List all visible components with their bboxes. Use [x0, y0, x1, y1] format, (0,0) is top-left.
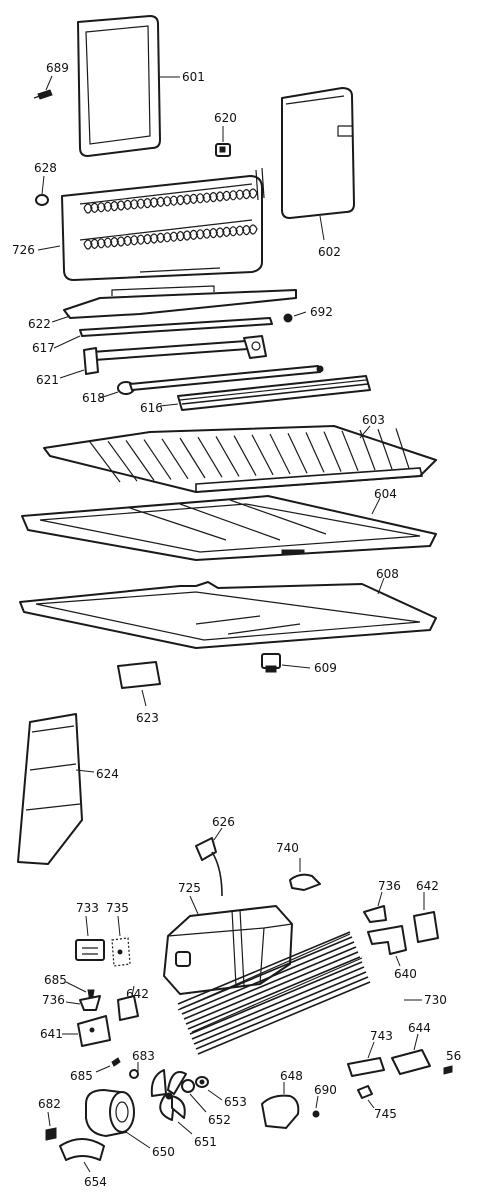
part-745-grommet [357, 1085, 373, 1099]
part-621-rail [83, 335, 267, 375]
part-689-screw [33, 89, 53, 100]
part-653-washer [195, 1076, 209, 1088]
callout-620: 620 [214, 111, 237, 125]
callout-730: 730 [424, 993, 447, 1007]
callout-608: 608 [376, 567, 399, 581]
part-648-block [261, 1094, 300, 1129]
callout-601: 601 [182, 70, 205, 84]
part-685-screw-b [111, 1057, 121, 1067]
part-616-channel [177, 375, 371, 411]
callout-642a: 642 [126, 987, 149, 1001]
part-690-screw [312, 1110, 320, 1118]
part-736-bracket-b [363, 905, 387, 923]
callout-733: 733 [76, 901, 99, 915]
part-652-washer [181, 1079, 195, 1093]
callout-745: 745 [374, 1107, 397, 1121]
callout-640: 640 [394, 967, 417, 981]
part-624-duct [17, 713, 83, 865]
part-725-compressor [163, 905, 293, 995]
callout-626: 626 [212, 815, 235, 829]
callout-628: 628 [34, 161, 57, 175]
callout-644: 644 [408, 1021, 431, 1035]
part-733-relay [75, 939, 105, 961]
callout-56: 56 [446, 1049, 461, 1063]
part-626-tube [195, 837, 223, 897]
part-743-bracket [347, 1057, 385, 1077]
part-628-grommet [35, 194, 49, 206]
callout-624: 624 [96, 767, 119, 781]
callout-736b: 736 [378, 879, 401, 893]
callout-616: 616 [140, 401, 163, 415]
callout-623: 623 [136, 711, 159, 725]
part-641-plate [77, 1015, 111, 1047]
callout-725: 725 [178, 881, 201, 895]
part-642-cover-a [117, 995, 139, 1021]
part-622-tray [63, 285, 297, 319]
part-603-shelf [43, 425, 437, 493]
callout-641: 641 [40, 1027, 63, 1041]
callout-648: 648 [280, 1069, 303, 1083]
callout-609: 609 [314, 661, 337, 675]
callout-682: 682 [38, 1097, 61, 1111]
callout-654: 654 [84, 1175, 107, 1189]
callout-604: 604 [374, 487, 397, 501]
part-654-bracket [59, 1138, 105, 1161]
part-692-nut [283, 313, 293, 323]
callout-622: 622 [28, 317, 51, 331]
part-726-evaporator [61, 167, 265, 281]
part-604-tray [21, 495, 437, 561]
callout-690: 690 [314, 1083, 337, 1097]
part-642-cover-b [413, 911, 439, 943]
callout-689: 689 [46, 61, 69, 75]
part-740-clip [289, 873, 321, 891]
callout-740: 740 [276, 841, 299, 855]
part-644-bracket [391, 1049, 431, 1075]
callout-692: 692 [310, 305, 333, 319]
callout-683: 683 [132, 1049, 155, 1063]
part-601-panel [77, 15, 161, 157]
callout-735: 735 [106, 901, 129, 915]
callout-736a: 736 [42, 993, 65, 1007]
callout-743: 743 [370, 1029, 393, 1043]
part-736-bracket-a [79, 995, 101, 1011]
part-682-screw [45, 1127, 57, 1141]
callout-642b: 642 [416, 879, 439, 893]
callout-653: 653 [224, 1095, 247, 1109]
part-650-motor [85, 1089, 135, 1137]
part-623-cover [117, 661, 161, 689]
part-735-overload [111, 937, 131, 967]
part-608-pan [19, 581, 437, 649]
callout-685b: 685 [70, 1069, 93, 1083]
callout-602: 602 [318, 245, 341, 259]
part-609-foot [261, 653, 281, 673]
part-730-condenser [177, 931, 371, 1055]
part-56-screw [443, 1065, 453, 1075]
part-602-liner [281, 87, 355, 219]
part-640-bracket [367, 925, 407, 955]
callout-618: 618 [82, 391, 105, 405]
callout-685a: 685 [44, 973, 67, 987]
callout-726: 726 [12, 243, 35, 257]
part-651-fan-blade [150, 1069, 187, 1121]
callout-651: 651 [194, 1135, 217, 1149]
part-683-nut [129, 1069, 139, 1079]
callout-621: 621 [36, 373, 59, 387]
callout-650: 650 [152, 1145, 175, 1159]
part-618-rod [117, 365, 324, 395]
part-620-clip [215, 143, 231, 157]
callout-617: 617 [32, 341, 55, 355]
part-617-bracket [79, 317, 273, 337]
callout-652: 652 [208, 1113, 231, 1127]
callout-603: 603 [362, 413, 385, 427]
